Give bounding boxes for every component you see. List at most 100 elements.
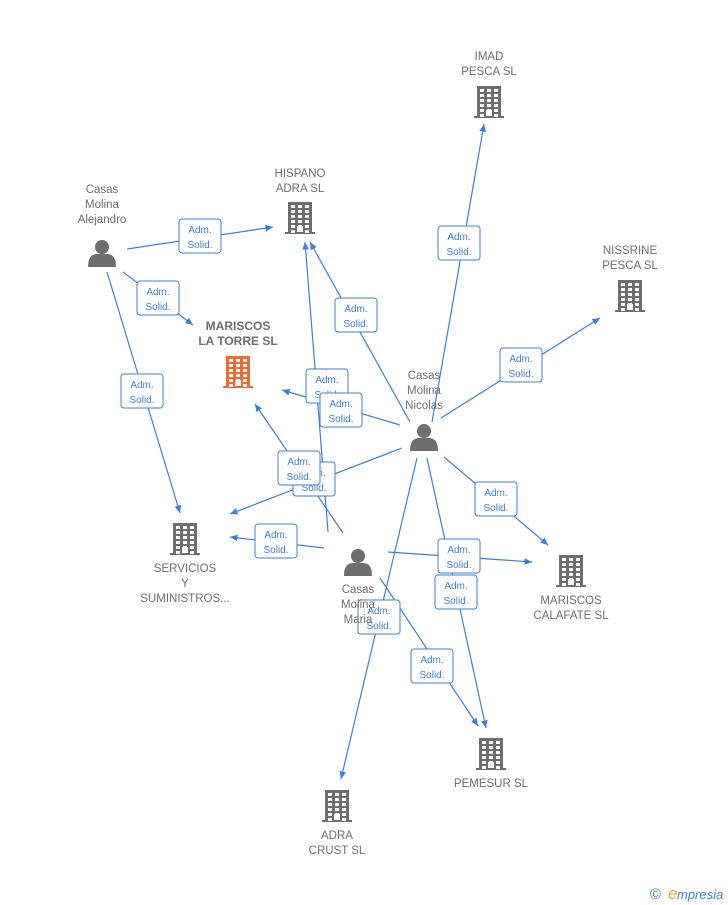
edge-label-box bbox=[434, 574, 478, 610]
building-icon bbox=[474, 86, 504, 118]
building-icon bbox=[615, 280, 645, 312]
person-icon bbox=[344, 549, 372, 576]
building-icon bbox=[285, 202, 315, 234]
node-label-line: Casas bbox=[408, 370, 441, 382]
edge-label-maria-to-hispano[interactable]: Adm.Solid. bbox=[319, 392, 363, 428]
edge-label-box bbox=[474, 481, 518, 517]
node-label-line: PEMESUR SL bbox=[454, 778, 529, 790]
edge-label-type: Solid. bbox=[343, 319, 368, 330]
edge-label-nicolas-to-imad[interactable]: Adm.Solid. bbox=[437, 225, 481, 261]
edge-label-maria-to-calafate[interactable]: Adm. Solid. bbox=[437, 538, 481, 574]
edge-label-nicolas-to-pemesur[interactable]: Adm. Solid. bbox=[434, 574, 478, 610]
edge-label-type: Solid. bbox=[446, 247, 471, 258]
edge-label-role: Adm. bbox=[420, 655, 443, 666]
edge-label-box bbox=[120, 373, 164, 409]
edge-label-role: Adm. bbox=[146, 287, 169, 298]
edge-label-box bbox=[437, 225, 481, 261]
edge-labels-layer: Adm. Solid. Adm. Solid. Adm. Solid. Adm. Solid.… bbox=[120, 218, 543, 684]
node-label-line: MARISCOS bbox=[540, 595, 602, 607]
node-label-line: Alejandro bbox=[78, 214, 127, 226]
edge-label-role: Adm. bbox=[447, 545, 470, 556]
edge-label-type: Solid. bbox=[508, 369, 533, 380]
edge-label-type: Solid. bbox=[443, 596, 468, 607]
edge-label-nicolas-to-nissrine[interactable]: Adm. Solid. bbox=[499, 347, 543, 383]
building-icon bbox=[322, 790, 352, 822]
edge-label-nicolas-to-adra_crust[interactable]: Adm. Solid. bbox=[357, 599, 401, 635]
brand-initial: e bbox=[668, 884, 677, 903]
node-label-line: PESCA SL bbox=[602, 260, 658, 272]
company-node-imad[interactable]: IMAD PESCA SL bbox=[461, 51, 517, 118]
edge-label-box bbox=[410, 648, 454, 684]
edge-label-role: Adm. bbox=[130, 380, 153, 391]
node-label-line: Nicolas bbox=[405, 400, 443, 412]
node-label-line: CRUST SL bbox=[309, 845, 366, 857]
edge-label-role: Adm. bbox=[509, 354, 532, 365]
company-node-calafate[interactable]: MARISCOS CALAFATE SL bbox=[533, 555, 609, 622]
edge-label-box bbox=[499, 347, 543, 383]
edge-label-type: Solid. bbox=[366, 621, 391, 632]
edge-label-role: Adm. bbox=[287, 457, 310, 468]
edge-label-role: Adm. bbox=[344, 304, 367, 315]
edge-label-box bbox=[319, 392, 363, 428]
brand-name: mpresia bbox=[677, 887, 723, 902]
node-label-line: CALAFATE SL bbox=[533, 610, 609, 622]
edge-nicolas-to-imad bbox=[431, 123, 487, 423]
node-label-line: SUMINISTROS... bbox=[140, 593, 229, 605]
edge-label-role: Adm. bbox=[264, 530, 287, 541]
node-label-line: NISSRINE bbox=[603, 245, 658, 257]
edge-label-role: Adm. bbox=[188, 225, 211, 236]
building-icon bbox=[170, 523, 200, 555]
node-label-line: SERVICIOS bbox=[154, 563, 217, 575]
node-label-line: Molina bbox=[341, 599, 375, 611]
nodes-layer: IMAD PESCA SL HISPANO ADRA SL NISSRINE PESCA … bbox=[78, 51, 659, 857]
edge-label-box bbox=[254, 523, 298, 559]
edge-label-role: Adm. bbox=[367, 606, 390, 617]
edge-label-alejandro-to-servicios[interactable]: Adm. Solid. bbox=[120, 373, 164, 409]
person-icon bbox=[410, 424, 438, 451]
company-node-pemesur[interactable]: PEMESUR SL bbox=[454, 738, 529, 790]
empresia-watermark[interactable]: © e mpresia bbox=[650, 884, 723, 903]
edge-label-nicolas-to-hispano[interactable]: Adm. Solid. bbox=[334, 297, 378, 333]
edge-label-role: Adm. bbox=[315, 375, 338, 386]
node-label-line: Molina bbox=[85, 199, 119, 211]
edge-label-role: Adm. bbox=[329, 399, 352, 410]
edge-label-nicolas-to-calafate[interactable]: Adm. Solid. bbox=[474, 481, 518, 517]
edge-label-box bbox=[277, 450, 321, 486]
node-label-line: IMAD bbox=[475, 51, 504, 63]
edge-label-maria-to-servicios[interactable]: Adm. Solid. bbox=[254, 523, 298, 559]
edge-label-maria-to-pemesur[interactable]: Adm. Solid. bbox=[410, 648, 454, 684]
node-label-line: Molina bbox=[407, 385, 441, 397]
building-icon bbox=[476, 738, 506, 770]
copyright-icon: © bbox=[650, 886, 661, 903]
edge-label-alejandro-to-hispano[interactable]: Adm.Solid. bbox=[178, 218, 222, 254]
node-label-line: HISPANO bbox=[275, 168, 326, 180]
building-icon bbox=[223, 356, 253, 388]
company-node-hispano[interactable]: HISPANO ADRA SL bbox=[275, 168, 326, 234]
company-node-nissrine[interactable]: NISSRINE PESCA SL bbox=[602, 245, 658, 312]
edge-label-type: Solid. bbox=[419, 670, 444, 681]
edge-label-type: Solid. bbox=[263, 545, 288, 556]
node-label-line: PESCA SL bbox=[461, 66, 517, 78]
edge-label-type: Solid. bbox=[483, 503, 508, 514]
edge-label-type: Solid. bbox=[286, 472, 311, 483]
company-node-servicios[interactable]: SERVICIOS Y SUMINISTROS... bbox=[140, 523, 230, 605]
edge-label-type: Solid. bbox=[145, 302, 170, 313]
edge-label-role: Adm. bbox=[484, 488, 507, 499]
node-label-line: Y bbox=[181, 578, 189, 590]
node-label-line: MARISCOS bbox=[206, 319, 271, 333]
node-label-line: ADRA bbox=[321, 830, 353, 842]
edge-label-maria-to-mariscos_torre[interactable]: Adm. Solid. bbox=[277, 450, 321, 486]
company-node-adra-crust[interactable]: ADRA CRUST SL bbox=[309, 790, 366, 857]
person-icon bbox=[88, 240, 116, 267]
edge-label-type: Solid. bbox=[446, 560, 471, 571]
building-icon bbox=[556, 555, 586, 587]
edge-label-type: Solid. bbox=[129, 395, 154, 406]
edge-label-alejandro-to-mariscos_torre[interactable]: Adm. Solid. bbox=[136, 280, 180, 316]
node-label-line: ADRA SL bbox=[276, 183, 325, 195]
edge-label-role: Adm. bbox=[444, 581, 467, 592]
